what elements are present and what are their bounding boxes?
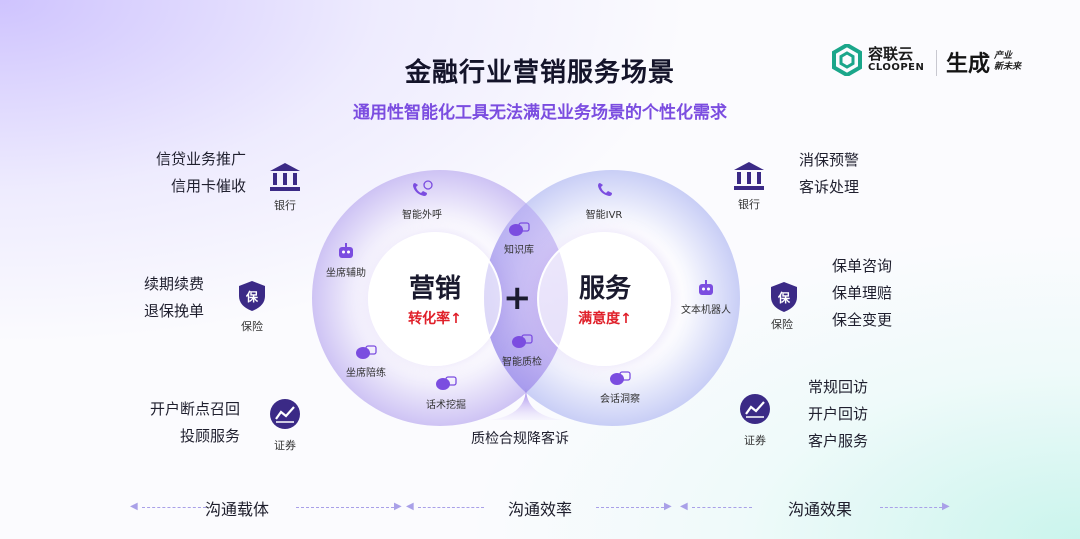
- axis-line: [296, 507, 394, 508]
- axis-line: [418, 507, 484, 508]
- axis-line: [596, 507, 664, 508]
- axis-label-efficiency: 沟通效率: [507, 500, 572, 519]
- slogan-line1: 产业: [994, 51, 1013, 62]
- slogan-line2: 新未来: [994, 62, 1022, 72]
- securities-chart-icon: [740, 394, 770, 424]
- brand-name-cn: 容联云: [868, 44, 914, 63]
- left-bank-label: 银行: [274, 199, 296, 212]
- page-title: 金融行业营销服务场景: [404, 58, 675, 88]
- axis-label-effect: 沟通效果: [787, 500, 852, 519]
- slogan-main: 生成: [946, 52, 991, 77]
- securities-chart-icon: [270, 399, 300, 429]
- scene-line: 信用卡催收: [170, 177, 246, 195]
- node-knowledge-base: 知识库: [504, 245, 534, 256]
- scene-line: 信贷业务推广: [155, 150, 246, 168]
- axis-arrow-right: ▶: [942, 501, 950, 512]
- cloopen-logo-icon: [832, 44, 862, 76]
- robot-icon: [699, 280, 713, 295]
- bottom-caption: 质检合规降客诉: [471, 431, 569, 447]
- service-title: 服务: [578, 274, 631, 304]
- scene-line: 常规回访: [808, 378, 869, 396]
- axis-arrow-left: ◀: [680, 501, 688, 512]
- right-bank-label: 银行: [738, 198, 760, 211]
- chat-bubble-icon: [436, 376, 457, 390]
- insurance-shield-icon: 保: [239, 281, 265, 311]
- robot-icon: [339, 243, 353, 258]
- logo-divider: [936, 50, 937, 76]
- marketing-inner-circle: [368, 232, 502, 366]
- marketing-metric: 转化率↑: [408, 311, 462, 327]
- axis-line: [142, 507, 206, 508]
- left-insurance-text: 续期续费 退保挽单: [100, 271, 204, 325]
- right-bank-text: 消保预警 客诉处理: [799, 147, 919, 201]
- left-securities-label: 证券: [274, 439, 296, 452]
- scene-line: 消保预警: [799, 151, 860, 169]
- scene-line: 保全变更: [832, 311, 893, 329]
- brand-logo: 容联云 CLOOPEN: [832, 44, 924, 76]
- insurance-shield-icon: 保: [771, 282, 797, 312]
- right-securities-text: 常规回访 开户回访 客户服务: [808, 374, 928, 455]
- node-agent-training: 坐席陪练: [346, 368, 386, 379]
- bank-icon: [734, 162, 764, 190]
- node-script-mining: 话术挖掘: [426, 400, 466, 411]
- right-securities-label: 证券: [744, 434, 766, 447]
- scene-line: 保单理赔: [832, 284, 893, 302]
- overlap-funnel: [490, 388, 562, 420]
- overlap-region: [484, 170, 568, 426]
- axis-line: [692, 507, 752, 508]
- phone-ai-icon: [413, 180, 433, 196]
- scene-line: 保单咨询: [832, 257, 893, 275]
- scene-line: 续期续费: [143, 275, 204, 293]
- slogan-logo: 生成 产业 新未来: [946, 46, 1021, 78]
- service-metric: 满意度↑: [578, 311, 632, 327]
- node-smart-ivr: 智能IVR: [585, 210, 623, 221]
- axis-label-carrier: 沟通载体: [204, 500, 269, 519]
- phone-ivr-icon: [598, 183, 612, 196]
- page-subtitle: 通用性智能化工具无法满足业务场景的个性化需求: [353, 103, 727, 123]
- scene-line: 客户服务: [808, 432, 869, 450]
- marketing-title: 营销: [408, 274, 461, 304]
- node-session-insight: 会话洞察: [600, 394, 640, 405]
- scene-line: 客诉处理: [799, 178, 860, 196]
- node-agent-assist: 坐席辅助: [326, 268, 366, 279]
- node-smart-qa: 智能质检: [502, 357, 542, 368]
- left-securities-text: 开户断点召回 投顾服务: [100, 396, 240, 450]
- scene-line: 开户回访: [808, 405, 869, 423]
- chat-bubble-icon: [509, 222, 530, 236]
- node-ai-outbound: 智能外呼: [402, 210, 442, 221]
- service-inner-circle: [537, 232, 671, 366]
- scene-line: 开户断点召回: [149, 400, 240, 418]
- axis-arrow-left: ◀: [406, 501, 414, 512]
- chat-bubble-icon: [356, 345, 377, 359]
- axis-arrow-right: ▶: [394, 501, 402, 512]
- chat-bubble-icon: [610, 371, 631, 385]
- axis-line: [880, 507, 942, 508]
- axis-arrow-left: ◀: [130, 501, 138, 512]
- scene-line: 退保挽单: [143, 302, 204, 320]
- left-bank-text: 信贷业务推广 信用卡催收: [100, 146, 246, 200]
- left-insurance-label: 保险: [241, 320, 263, 333]
- right-insurance-label: 保险: [771, 318, 793, 331]
- chat-bubble-icon: [512, 334, 533, 348]
- scene-line: 投顾服务: [179, 427, 240, 445]
- axis-arrow-right: ▶: [664, 501, 672, 512]
- right-insurance-text: 保单咨询 保单理赔 保全变更: [832, 253, 952, 334]
- svg-text:保: 保: [777, 290, 791, 305]
- brand-name-en: CLOOPEN: [868, 61, 925, 73]
- node-text-robot: 文本机器人: [681, 305, 731, 316]
- plus-sign: +: [503, 278, 532, 318]
- svg-text:保: 保: [245, 289, 259, 304]
- bank-icon: [270, 163, 300, 191]
